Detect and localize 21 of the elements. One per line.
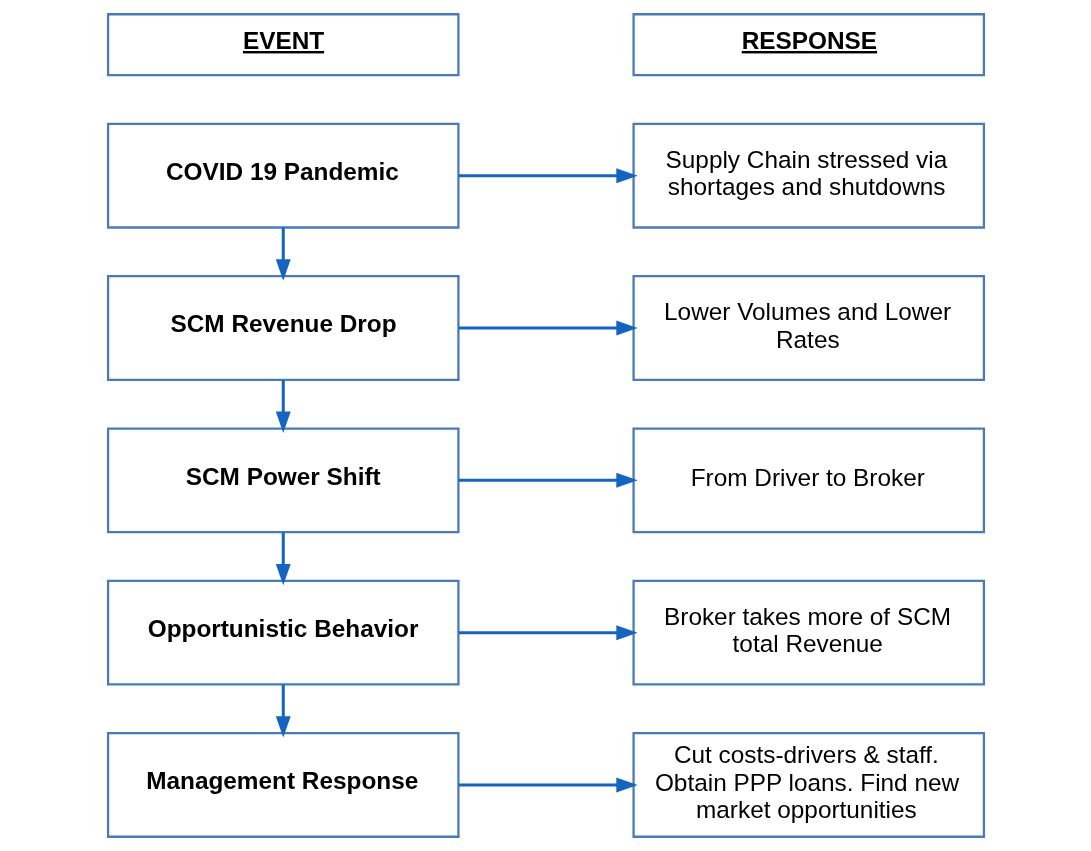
- arrow: [458, 320, 638, 336]
- arrow: [458, 625, 638, 641]
- node-box: Cut costs-drivers & staff. Obtain PPP loans. Find new market opportunities: [631, 732, 985, 838]
- node-box: Lower Volumes and Lower Rates: [631, 275, 985, 381]
- node-box: EVENT: [106, 13, 460, 77]
- node-box: RESPONSE: [631, 13, 985, 77]
- node-box: Opportunistic Behavior: [106, 579, 460, 686]
- arrow: [458, 777, 638, 793]
- node-box: SCM Revenue Drop: [106, 275, 460, 381]
- node-box: Broker takes more of SCM total Revenue: [631, 579, 985, 686]
- arrow: [458, 168, 638, 184]
- arrow: [275, 684, 291, 738]
- arrow: [275, 380, 291, 433]
- arrow: [275, 532, 291, 586]
- node-box: From Driver to Broker: [631, 427, 985, 534]
- node-box: COVID 19 Pandemic: [106, 122, 460, 229]
- arrow: [458, 472, 638, 488]
- node-box: Management Response: [106, 732, 460, 838]
- arrow: [275, 227, 291, 281]
- node-box: SCM Power Shift: [106, 427, 460, 534]
- node-box: Supply Chain stressed via shortages and shutdowns: [631, 122, 985, 229]
